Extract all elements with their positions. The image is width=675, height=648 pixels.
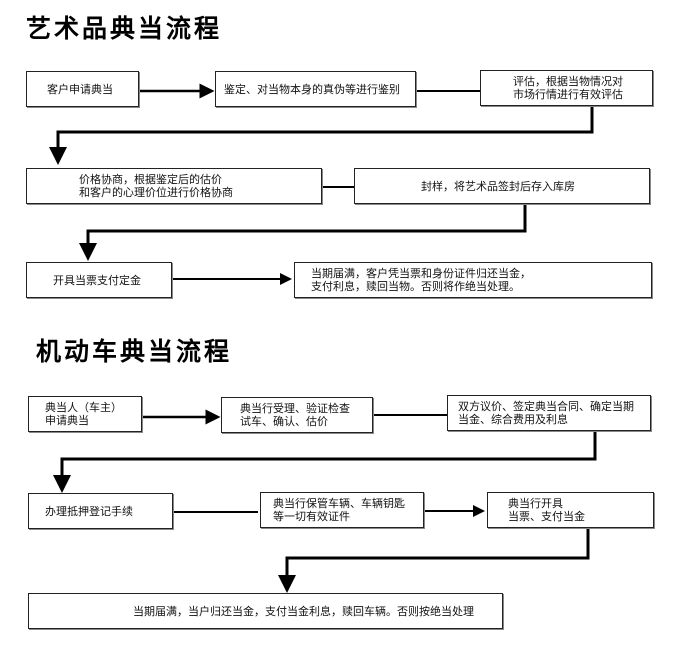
vehicle-step-mortgage-registration: 办理抵押登记手续 [28,493,173,529]
vehicle-step-inspection: 典当行受理、验证检查 试车、确认、估价 [221,397,373,433]
vehicle-step-contract: 双方议价、签定典当合同、确定当期 当金、综合费用及利息 [447,395,651,431]
vehicle-step-custody: 典当行保管车辆、车辆钥匙 等一切有效证件 [260,492,424,528]
vehicle-step-issue-ticket: 典当行开具 当票、支付当金 [487,492,654,528]
art-step-seal-storage: 封样，将艺术品签封后存入库房 [354,168,650,204]
vehicle-step-apply: 典当人（车主） 申请典当 [28,396,142,432]
arrow-veh-6-7 [278,526,590,593]
arrow-veh-3-4 [53,430,597,493]
art-step-issue-ticket: 开具当票支付定金 [26,262,172,298]
vehicle-step-redeem: 当期届满，当户归还当金，支付当金利息，赎回车辆。否则按绝当处理 [28,593,503,629]
art-step-price-negotiation: 价格协商，根据鉴定后的估价 和客户的心理价位进行价格协商 [26,168,322,204]
art-step-valuation: 评估，根据当物情况对 市场行情进行有效评估 [480,70,653,106]
art-pawn-title: 艺术品典当流程 [26,14,223,43]
vehicle-pawn-title: 机动车典当流程 [36,337,233,366]
arrow-art-3-4 [49,105,594,165]
art-step-apply: 客户申请典当 [26,71,139,107]
arrow-art-5-6 [79,203,527,261]
art-step-redeem: 当期届满，客户凭当票和身份证件归还当金， 支付利息，赎回当物。否则将作绝当处理。 [294,262,652,298]
art-step-appraisal: 鉴定、对当物本身的真伪等进行鉴别 [215,71,416,107]
